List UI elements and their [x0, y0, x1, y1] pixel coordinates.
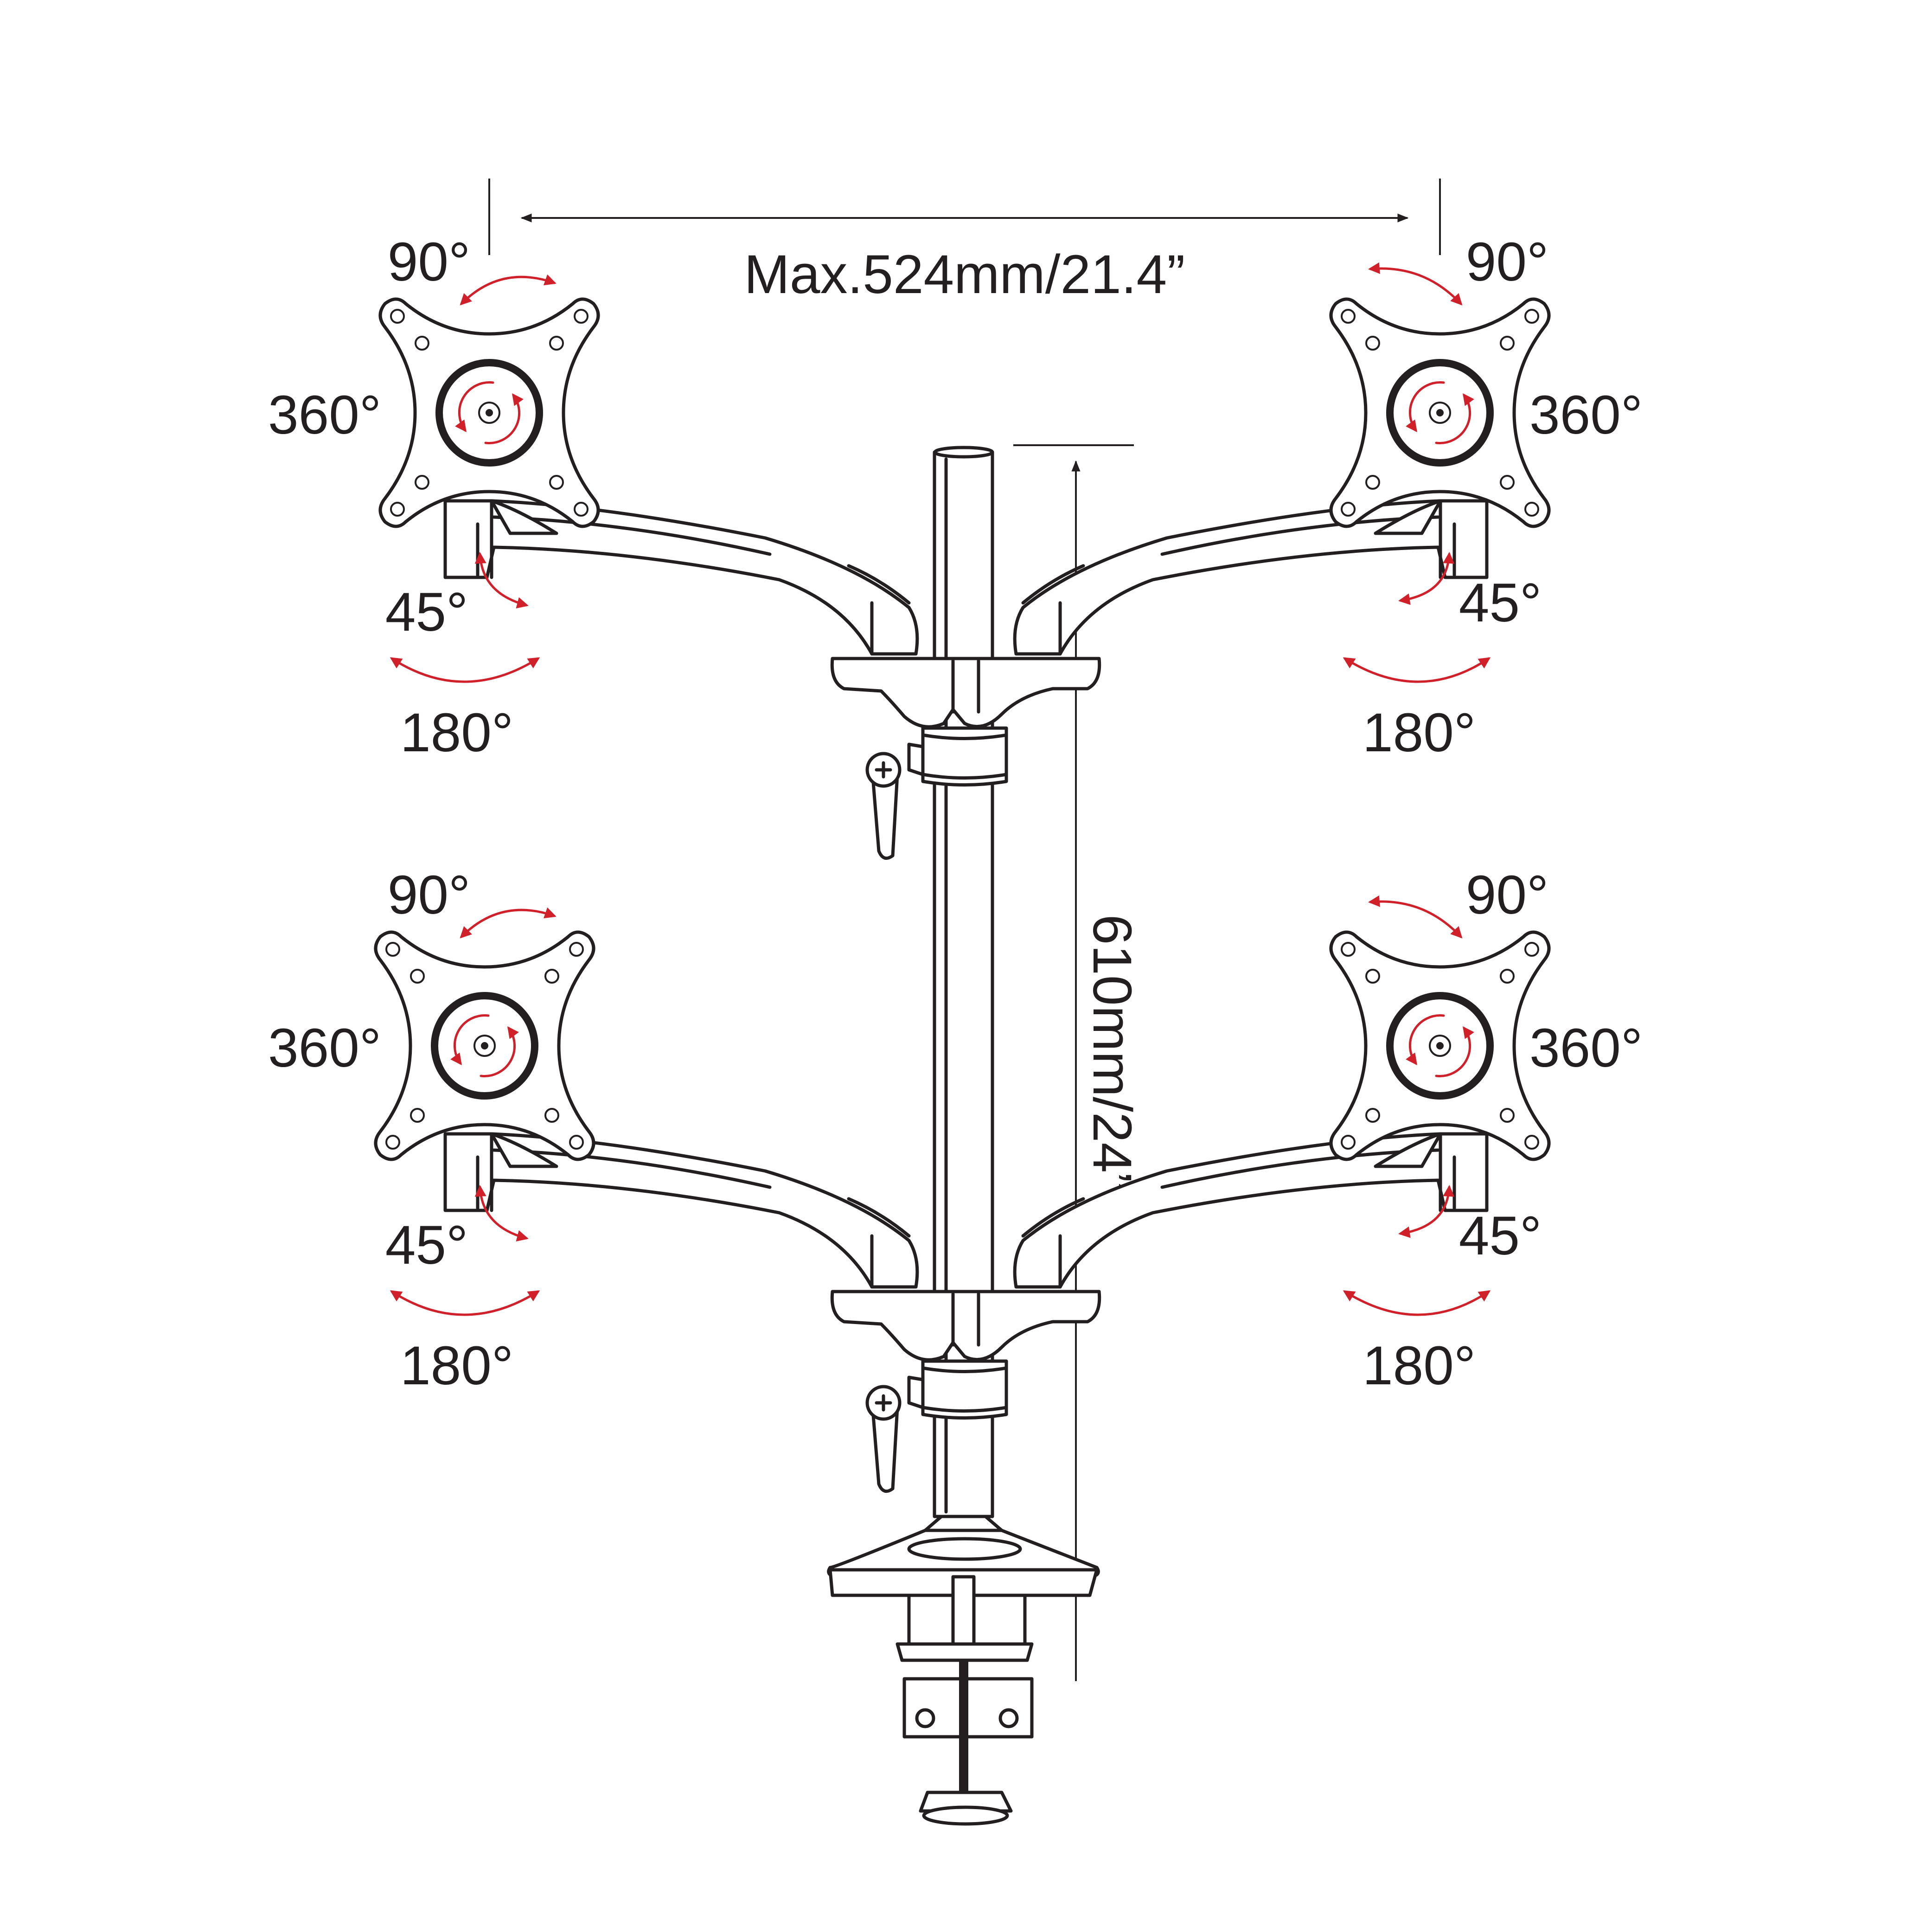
arm-swivel-angle-label: 180°: [1363, 1335, 1476, 1396]
desk-clamp-base: [827, 1515, 1100, 1826]
arm-swivel-angle-label: 180°: [400, 702, 513, 763]
lower-right-vesa-plate: [1331, 932, 1549, 1159]
tilt-arrow: [460, 274, 557, 306]
head-swivel-arrow: [1398, 552, 1455, 605]
arm-swivel-arrow: [390, 1290, 540, 1316]
height-label: 610mm/24”: [1081, 915, 1143, 1191]
tilt-arrow: [1368, 262, 1463, 306]
tilt-angle-label: 90°: [1466, 864, 1548, 926]
head-swivel-arrow: [474, 1185, 529, 1241]
rotation-angle-label: 360°: [268, 384, 381, 446]
max-width-label: Max.524mm/21.4”: [744, 244, 1185, 305]
tilt-arrow: [1368, 895, 1463, 939]
lower-right-angles: 90° 360° 45° 180°: [1343, 864, 1643, 1396]
tilt-angle-label: 90°: [388, 231, 470, 293]
head-swivel-angle-label: 45°: [1459, 572, 1542, 633]
rotation-angle-label: 360°: [268, 1017, 381, 1079]
arm-swivel-angle-label: 180°: [400, 1335, 513, 1396]
upper-right-vesa-plate: [1331, 299, 1549, 526]
tilt-arrow: [460, 907, 557, 939]
arm-swivel-angle-label: 180°: [1363, 702, 1476, 763]
head-swivel-arrow: [1398, 1185, 1455, 1238]
head-swivel-angle-label: 45°: [385, 1215, 468, 1276]
arm-swivel-arrow: [1343, 657, 1491, 683]
tilt-angle-label: 90°: [388, 864, 470, 926]
head-swivel-angle-label: 45°: [1459, 1205, 1542, 1267]
upper-right-angles: 90° 360° 45° 180°: [1343, 231, 1643, 763]
lower-left-angles: 90° 360° 45° 180°: [268, 864, 557, 1396]
arm-swivel-arrow: [390, 657, 540, 683]
arm-swivel-arrow: [1343, 1290, 1491, 1316]
rotation-angle-label: 360°: [1529, 384, 1643, 446]
lower-left-arm: [445, 1134, 917, 1287]
tilt-angle-label: 90°: [1466, 231, 1548, 293]
upper-left-vesa-plate: [380, 299, 598, 526]
upper-left-angles: 90° 360° 45° 180°: [268, 231, 557, 763]
lower-left-vesa-plate: [376, 932, 594, 1159]
upper-right-arm: [1015, 501, 1487, 654]
width-dimension: Max.524mm/21.4”: [488, 179, 1441, 305]
upper-left-arm: [445, 501, 917, 654]
head-swivel-angle-label: 45°: [385, 582, 468, 643]
head-swivel-arrow: [474, 552, 529, 608]
rotation-angle-label: 360°: [1529, 1017, 1643, 1079]
